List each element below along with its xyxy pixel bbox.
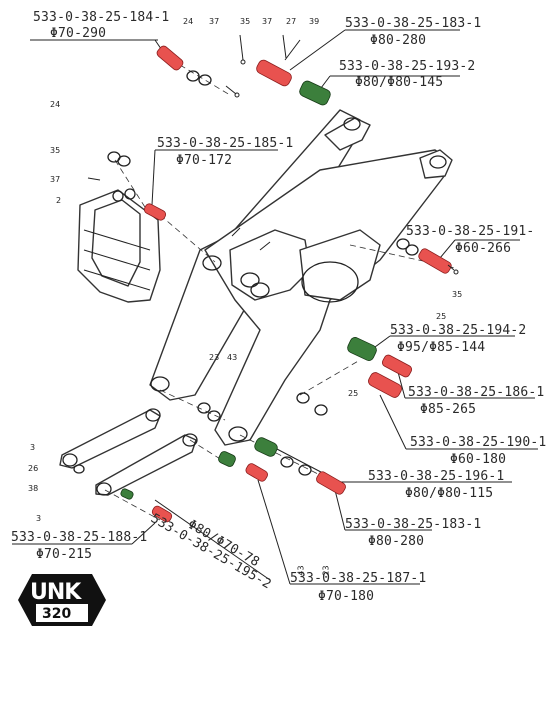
callout-code: 533-0-38-25-188-1 <box>11 530 148 545</box>
callout-dim: Φ70-172 <box>176 153 233 168</box>
ref-number: 35 <box>452 290 463 299</box>
ref-number: 27 <box>286 17 297 26</box>
callout-dim: Φ95/Φ85-144 <box>397 340 486 355</box>
callout-dim: Φ80/Φ80-145 <box>355 75 444 90</box>
ref-number: 26 <box>28 464 39 473</box>
ref-number: 39 <box>309 17 320 26</box>
ref-number: 43 <box>227 353 238 362</box>
callout-code: 533-0-38-25-194-2 <box>390 323 527 338</box>
callout-code: 533-0-38-25-187-1 <box>290 571 427 586</box>
ref-number: 24 <box>50 100 61 109</box>
ref-number: 24 <box>183 17 194 26</box>
ref-number: 25 <box>348 389 359 398</box>
ref-number: 2 <box>56 196 62 205</box>
link-bars <box>59 408 198 496</box>
ref-number: 37 <box>209 17 220 26</box>
callout-code: 533-0-38-25-193-2 <box>339 59 476 74</box>
callout-code: 533-0-38-25-191- <box>406 224 535 239</box>
main-frame <box>149 109 453 446</box>
ref-number: 37 <box>262 17 273 26</box>
unk-logo <box>18 574 106 626</box>
ref-number: 35 <box>50 146 61 155</box>
callout-dim: Φ80-280 <box>370 33 427 48</box>
callout-dim: Φ85-265 <box>420 402 477 417</box>
red-pins <box>143 45 452 523</box>
ref-number: 23 <box>209 353 220 362</box>
callout-dim: Φ70-180 <box>318 589 375 604</box>
callout-code: 533-0-38-25-183-1 <box>345 16 482 31</box>
logo-text: UNK <box>30 580 81 605</box>
callout-code: 533-0-38-25-183-1 <box>345 517 482 532</box>
callout-dim: Φ70-290 <box>50 26 107 41</box>
ref-number: 23 <box>321 565 331 576</box>
ref-number: 3 <box>36 514 42 523</box>
ref-number: 3 <box>30 443 36 452</box>
callout-code: 533-0-38-25-186-1 <box>408 385 545 400</box>
ref-number: 25 <box>436 312 447 321</box>
bucket-bracket <box>77 188 161 303</box>
ref-number: 37 <box>50 175 61 184</box>
bolts <box>87 34 459 275</box>
callout-dim: Φ80-280 <box>368 534 425 549</box>
green-bushings <box>120 80 377 500</box>
ref-number: 35 <box>240 17 251 26</box>
ref-number: 43 <box>296 565 306 576</box>
callout-code: 533-0-38-25-190-1 <box>410 435 546 450</box>
washers <box>73 70 419 476</box>
logo-number: 320 <box>42 606 72 622</box>
callout-code: 533-0-38-25-184-1 <box>33 10 170 25</box>
callout-code: 533-0-38-25-196-1 <box>368 469 505 484</box>
callout-dim: Φ60-180 <box>450 452 507 467</box>
callout-dim: Φ70-215 <box>36 547 93 562</box>
ref-number: 38 <box>28 484 39 493</box>
callout-code: 533-0-38-25-185-1 <box>157 136 294 151</box>
callout-dim: Φ60-266 <box>455 241 512 256</box>
callout-dim: Φ80/Φ80-115 <box>405 486 494 501</box>
